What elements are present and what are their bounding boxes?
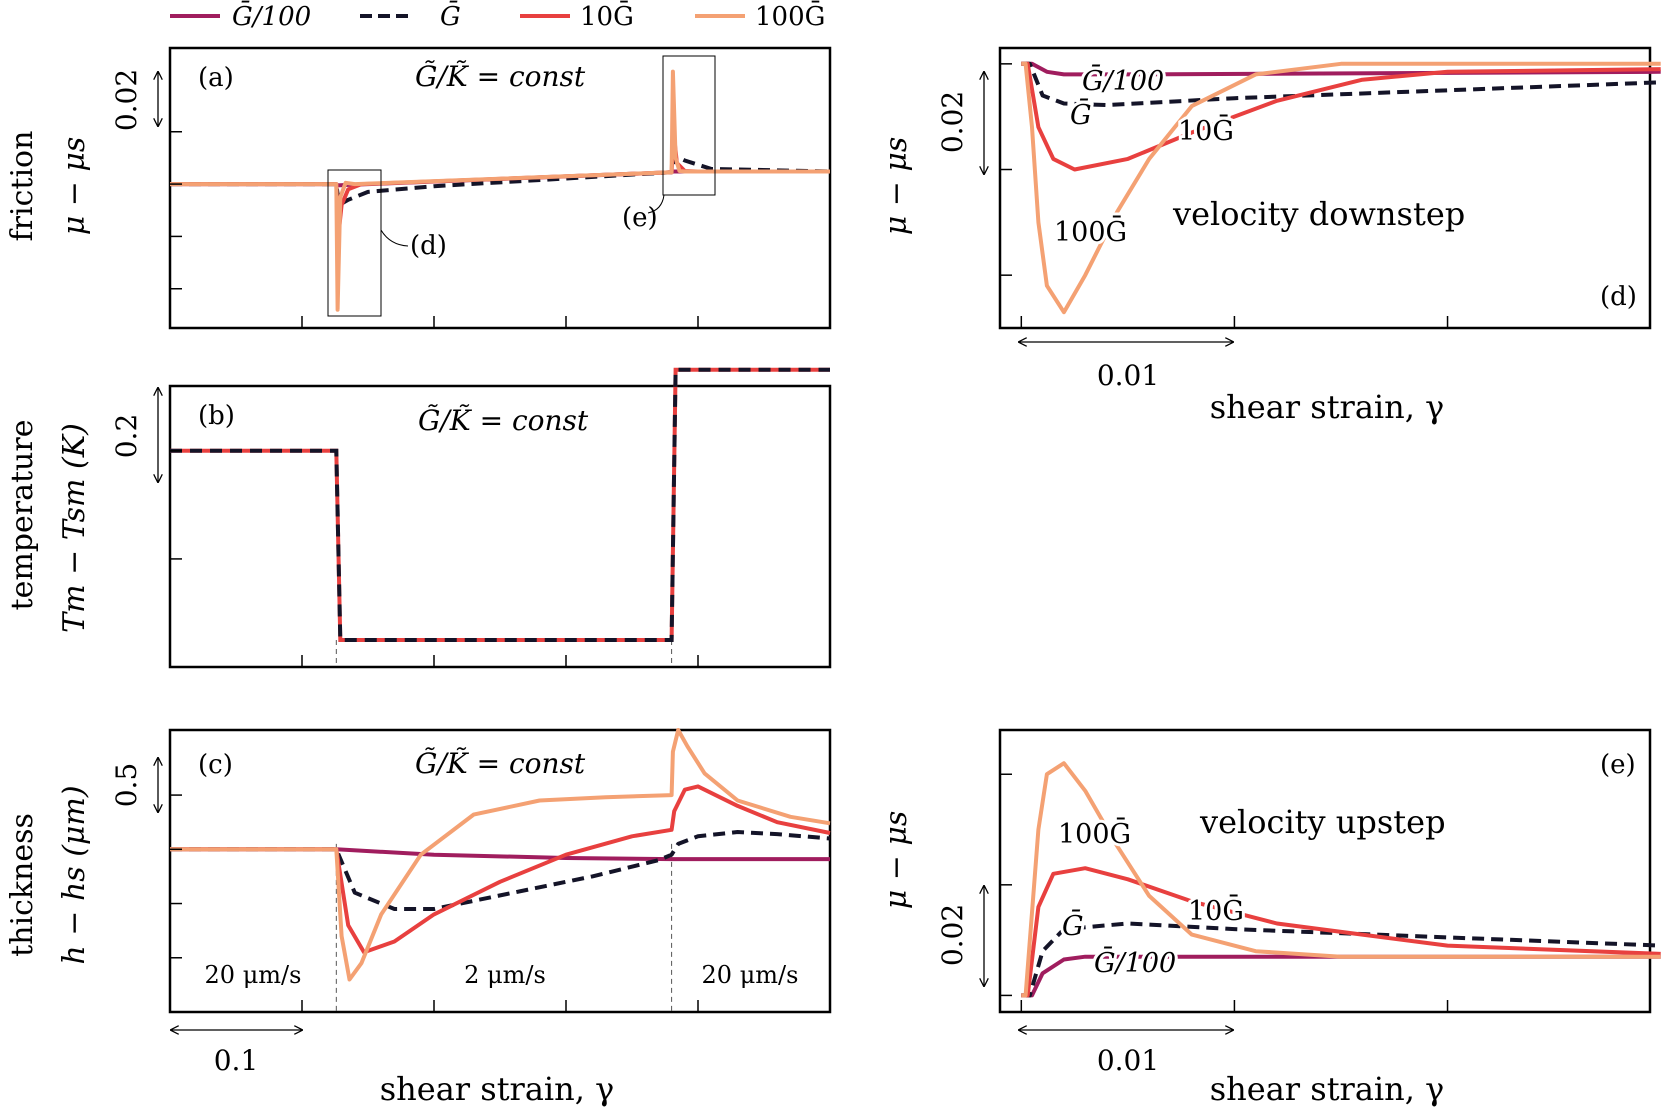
callout-leader-d bbox=[380, 229, 409, 247]
panel-e-series-label-g3: 10Ḡ bbox=[1188, 893, 1244, 927]
panel-a-annotation: G̃/K̃ = const bbox=[415, 60, 586, 93]
series-line-g3 bbox=[1021, 61, 1661, 172]
series-line-g2 bbox=[1021, 61, 1661, 108]
panel-d: μ − μs 0.02 (d) velocity downstep Ḡ/100 … bbox=[879, 46, 1661, 426]
row-label-temperature: temperature bbox=[5, 420, 40, 611]
panel-a-scale-label: 0.02 bbox=[110, 69, 143, 131]
panel-a-tag: (a) bbox=[198, 63, 234, 93]
panel-b-ticks bbox=[170, 450, 699, 667]
panel-c-scale-label: 0.5 bbox=[110, 763, 143, 808]
panel-e-series-label-g4: 100Ḡ bbox=[1058, 816, 1131, 850]
panel-c-annotation: G̃/K̃ = const bbox=[415, 747, 586, 780]
panel-c-ylabel: h − hs (μm) bbox=[57, 785, 92, 964]
panel-c-segment-3: 20 μm/s bbox=[702, 961, 799, 989]
panel-c-xlabel: shear strain, γ bbox=[380, 1070, 614, 1108]
series-line-g4 bbox=[170, 69, 830, 312]
panel-d-tag: (d) bbox=[1600, 282, 1637, 312]
panel-b-frame bbox=[168, 384, 832, 669]
panel-a-frame bbox=[168, 46, 832, 330]
panel-e-series-label-g2: Ḡ bbox=[1062, 908, 1084, 942]
panel-d-x-scale-label: 0.01 bbox=[1097, 359, 1159, 392]
panel-c-segment-2: 2 μm/s bbox=[464, 961, 546, 989]
panel-a-series bbox=[170, 69, 831, 312]
panel-c-tag: (c) bbox=[198, 750, 233, 780]
panel-e-tag: (e) bbox=[1600, 750, 1636, 780]
panel-e-title: velocity upstep bbox=[1199, 803, 1446, 841]
callout-label-e: (e) bbox=[622, 203, 658, 233]
panel-a-ylabel: μ − μs bbox=[57, 137, 92, 236]
legend-label-g4: 100Ḡ bbox=[755, 0, 825, 32]
panel-c-frame bbox=[168, 728, 832, 1014]
panel-c-x-scale-label: 0.1 bbox=[214, 1044, 259, 1077]
panel-d-frame bbox=[998, 46, 1652, 330]
panel-e-xlabel: shear strain, γ bbox=[1210, 1070, 1444, 1108]
panel-e-ticks bbox=[1000, 773, 1449, 1012]
panel-d-title: velocity downstep bbox=[1172, 195, 1465, 233]
panel-b-annotation: G̃/K̃ = const bbox=[418, 404, 589, 437]
panel-b-series bbox=[170, 367, 830, 667]
panel-d-series-label-g4: 100Ḡ bbox=[1054, 214, 1127, 248]
panel-d-series-label-g3: 10Ḡ bbox=[1178, 113, 1234, 147]
series-line-g4 bbox=[1021, 761, 1661, 998]
series-line-g2 bbox=[1021, 921, 1661, 998]
legend-label-g3: 10Ḡ bbox=[580, 0, 634, 32]
panel-c: h − hs (μm) 0.5 (c) G̃/K̃ = const 20 μm/… bbox=[57, 728, 832, 1108]
row-label-friction: friction bbox=[5, 131, 40, 242]
callout-box-e bbox=[662, 55, 716, 196]
panel-d-scale-label: 0.02 bbox=[936, 91, 969, 153]
panel-d-ylabel: μ − μs bbox=[879, 137, 914, 236]
panel-c-segment-1: 20 μm/s bbox=[205, 961, 302, 989]
panel-e-scale-label: 0.02 bbox=[936, 904, 969, 966]
panel-b-scale-label: 0.2 bbox=[110, 414, 143, 459]
panel-b-ylabel: Tm − Tsm (K) bbox=[57, 423, 92, 633]
panel-a: μ − μs 0.02 (a) G̃/K̃ = const (d) (e) bbox=[57, 46, 832, 330]
panel-b: Tm − Tsm (K) 0.2 (b) G̃/K̃ = const bbox=[57, 367, 832, 669]
panel-e-series bbox=[1021, 761, 1661, 998]
panel-e-x-scale-label: 0.01 bbox=[1097, 1044, 1159, 1077]
panel-d-xlabel: shear strain, γ bbox=[1210, 388, 1444, 426]
legend-label-g1: Ḡ/100 bbox=[232, 0, 311, 32]
row-label-thickness: thickness bbox=[5, 813, 40, 957]
series-line-g3 bbox=[170, 784, 831, 955]
callout-label-d: (d) bbox=[410, 231, 447, 261]
panel-e-series-label-g1: Ḡ/100 bbox=[1094, 945, 1176, 979]
series-line-overlay bbox=[170, 367, 830, 642]
series-line-g3 bbox=[1021, 866, 1661, 998]
panel-a-ticks bbox=[170, 130, 699, 328]
legend: Ḡ/100 Ḡ 10Ḡ 100Ḡ bbox=[170, 0, 825, 32]
legend-label-g2: Ḡ bbox=[440, 0, 461, 32]
panel-d-ticks bbox=[1000, 63, 1449, 328]
panel-b-tag: (b) bbox=[198, 401, 235, 431]
series-line-g2 bbox=[170, 830, 831, 911]
callout-leader-e bbox=[647, 194, 665, 214]
panel-c-ticks bbox=[170, 794, 699, 1012]
series-line-g4 bbox=[170, 728, 831, 982]
panel-c-series bbox=[170, 728, 831, 1012]
panel-d-series bbox=[1021, 61, 1661, 315]
panel-e-ylabel: μ − μs bbox=[879, 811, 914, 910]
panel-d-series-label-g1: Ḡ/100 bbox=[1082, 63, 1164, 97]
callout-box-d bbox=[327, 169, 382, 317]
panel-d-series-label-g2: Ḡ bbox=[1070, 97, 1092, 131]
series-line-g4 bbox=[1021, 61, 1661, 315]
panel-e: μ − μs 0.02 (e) velocity upstep Ḡ/100 Ḡ … bbox=[879, 728, 1661, 1108]
panel-e-frame bbox=[998, 728, 1652, 1014]
